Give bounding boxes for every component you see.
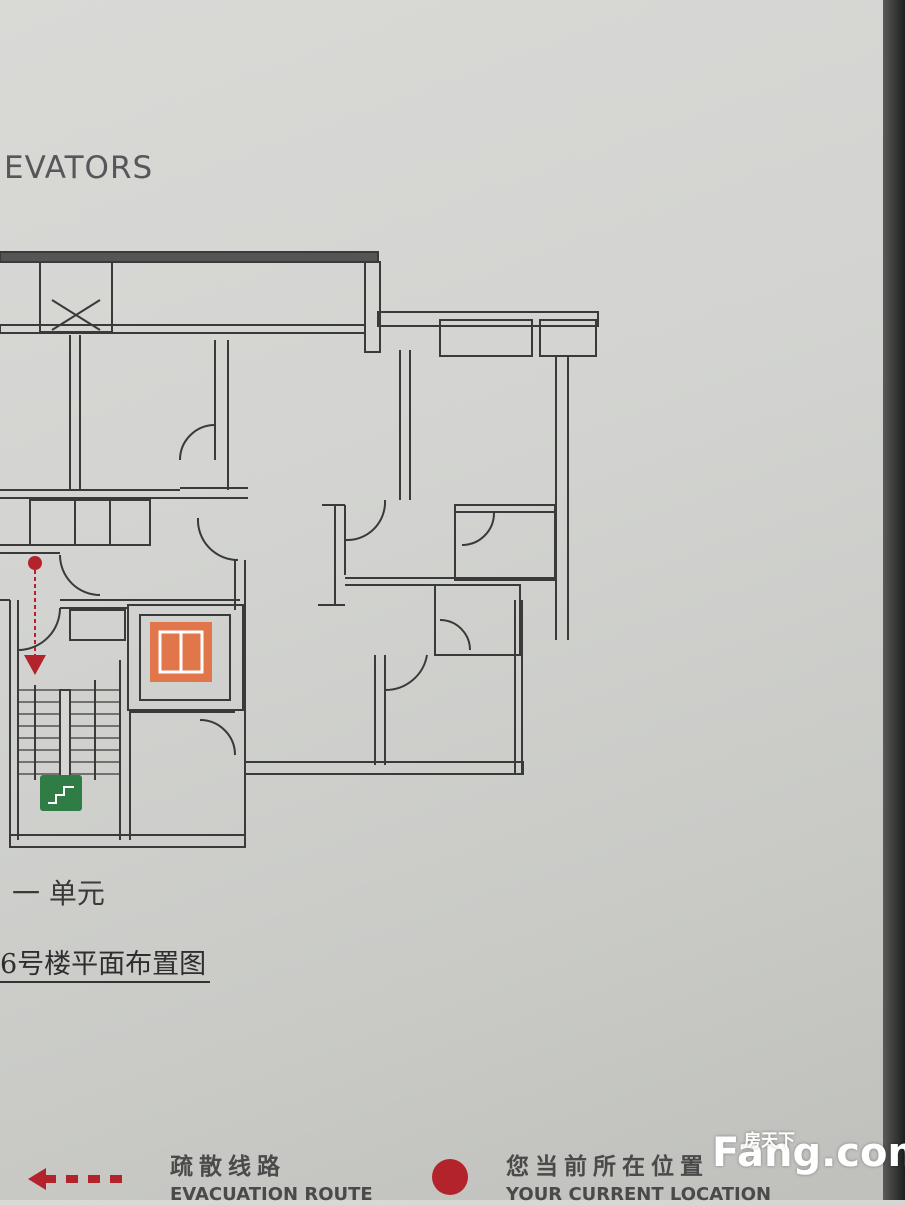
sign-frame-edge: [883, 0, 905, 1200]
unit-label: 一 单元: [12, 877, 105, 910]
wall: [0, 251, 379, 263]
wall: [439, 319, 533, 357]
page-title: EVATORS: [4, 150, 154, 186]
elevator-shaft: [127, 604, 244, 711]
current-location-icon: [432, 1159, 468, 1195]
watermark-brand: Fang.com: [712, 1130, 905, 1176]
legend-route-en: EVACUATION ROUTE: [170, 1184, 373, 1205]
wall: [364, 261, 381, 353]
legend-route-cn: 疏散线路: [170, 1154, 286, 1180]
emergency-exit-icon: [40, 775, 82, 811]
evacuation-route-arrow-icon: [28, 1168, 122, 1190]
building-label: 6号楼平面布置图: [0, 942, 211, 983]
wall: [39, 261, 113, 333]
legend-location-cn: 您当前所在位置: [506, 1154, 709, 1180]
wall: [377, 311, 599, 327]
floor-plan: [0, 251, 599, 848]
elevator-icon: [150, 622, 212, 682]
evacuation-route: [24, 556, 46, 675]
watermark-cn: 房天下: [744, 1131, 795, 1151]
legend-location-en: YOUR CURRENT LOCATION: [506, 1184, 772, 1205]
